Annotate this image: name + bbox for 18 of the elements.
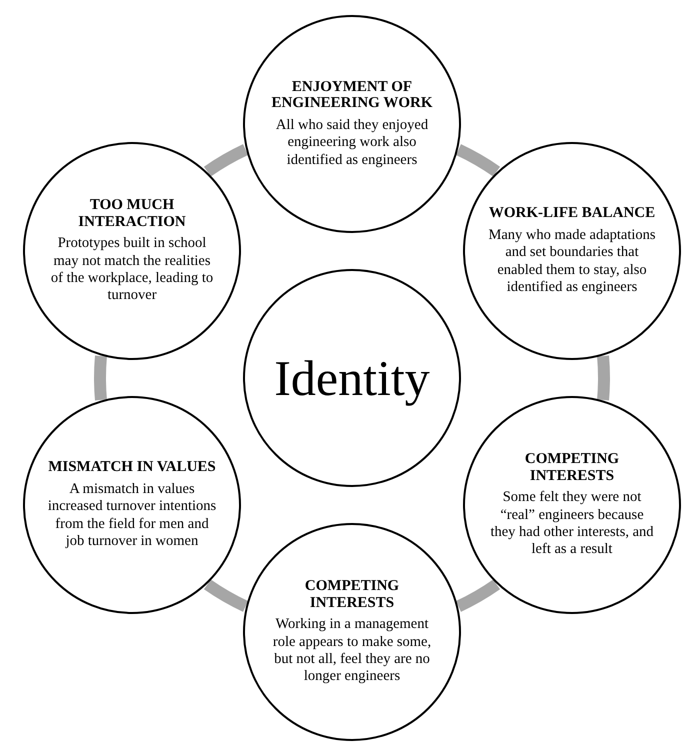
circle-heading: TOO MUCH INTERACTION: [77, 197, 187, 230]
connector-line: [597, 356, 610, 400]
circle-description: All who said they enjoyed engineering work also identified as engineers: [274, 116, 430, 170]
circle-description: Working in a management role appears to make some, but not all, feel they are no longer engineers: [272, 616, 432, 686]
connector-line: [456, 144, 500, 177]
circle-description: A mismatch in values increased turnover intentions from the field for men and job turnover in women: [47, 480, 217, 551]
connector-line: [204, 144, 248, 177]
connector-line: [456, 579, 500, 612]
circle-description: Some felt they were not “real” engineers because they had other interests, and left as a result: [489, 489, 655, 559]
circle-heading: WORK-LIFE BALANCE: [488, 205, 656, 222]
circle-heading: ENJOYMENT OF ENGINEERING WORK: [270, 78, 434, 112]
connector-line: [94, 356, 107, 400]
circle-heading: MISMATCH IN VALUES: [48, 459, 216, 476]
circle-heading: COMPETING INTERESTS: [304, 578, 400, 612]
circle-description: Many who made adaptations and set boundaries that enabled them to stay, also identified as engineers: [487, 226, 657, 297]
circle-description: Prototypes built in school may not match the realities of the workplace, leading to turnover: [50, 235, 214, 305]
connector-line: [204, 579, 248, 612]
circle-heading: COMPETING INTERESTS: [524, 451, 620, 484]
